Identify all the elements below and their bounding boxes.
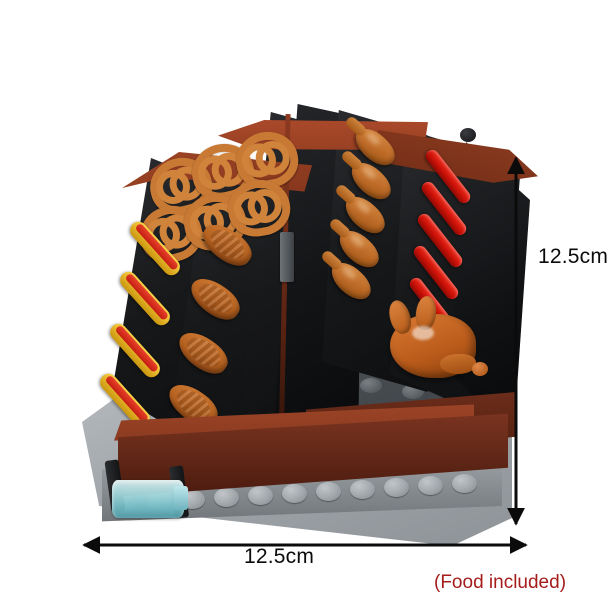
center-hinge-piece: [280, 232, 294, 282]
roast-turkey-knob: [472, 362, 488, 376]
lego-grill-model: [60, 62, 538, 546]
food-included-note: (Food included): [434, 572, 567, 593]
baseplate-stud-row: [112, 470, 502, 516]
height-dimension-label: 12.5cm: [538, 245, 609, 268]
gas-tank-cap: [174, 486, 188, 510]
roof-knob-piece: [460, 128, 476, 142]
gas-tank-piece: [112, 480, 184, 518]
width-dimension-label: 12.5cm: [244, 545, 315, 568]
roast-turkey-wing: [440, 354, 476, 374]
